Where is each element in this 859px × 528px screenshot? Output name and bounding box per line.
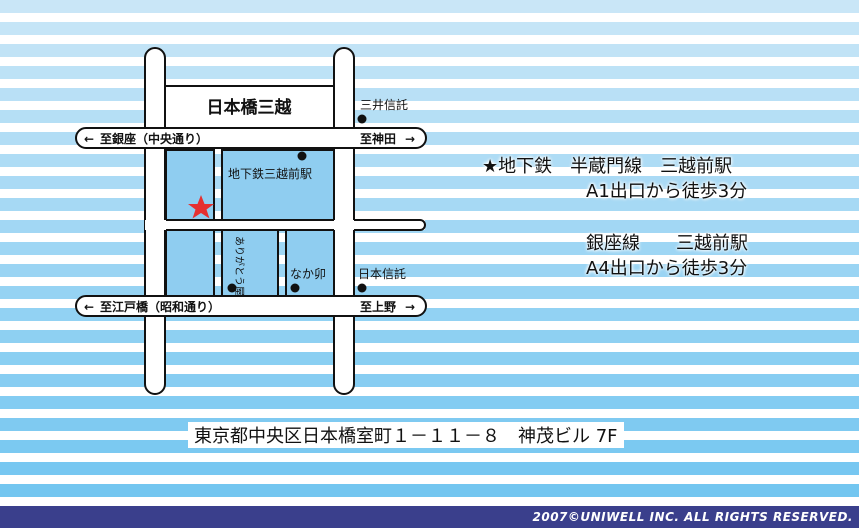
address-text: 東京都中央区日本橋室町１－１１－８ 神茂ビル 7F bbox=[188, 422, 624, 448]
left-arrow-icon: ← bbox=[84, 132, 94, 146]
background-stripe bbox=[0, 0, 859, 13]
arrow-to-ueno: 至上野 bbox=[360, 299, 396, 314]
arrow-to-edobashi: 至江戸橋（昭和通り） bbox=[100, 299, 220, 314]
mitsukoshi-label: 日本橋三越 bbox=[207, 97, 293, 118]
background-stripe bbox=[0, 352, 859, 365]
label-arigatouya: ありがとう屋 bbox=[233, 236, 246, 296]
mitsukoshi-building bbox=[163, 85, 335, 129]
red-star-icon bbox=[188, 195, 214, 219]
background-stripe bbox=[0, 484, 859, 497]
label-nihon-shintaku: 日本信託 bbox=[358, 266, 406, 281]
right-arrow-icon: → bbox=[405, 132, 415, 146]
marker-dot-icon bbox=[290, 283, 300, 293]
access-line-1: ★地下鉄 半蔵門線 三越前駅 bbox=[482, 156, 733, 177]
background-stripe bbox=[0, 44, 859, 57]
marker-dot-icon bbox=[357, 114, 367, 124]
arrow-to-kanda: 至神田 bbox=[360, 131, 396, 146]
background-stripe bbox=[0, 374, 859, 387]
right-arrow-icon: → bbox=[405, 300, 415, 314]
access-line-4: A4出口から徒歩3分 bbox=[586, 258, 748, 279]
street-map: 日本橋三越 至銀座（中央通り） ← 至神田 → 至江戸橋（昭和通り） ← 至上野… bbox=[75, 47, 427, 395]
background-stripe bbox=[0, 66, 859, 79]
background-stripe bbox=[0, 330, 859, 343]
footer-bar: 2007©UNIWELL INC. ALL RIGHTS RESERVED. bbox=[0, 506, 859, 528]
marker-dot-icon bbox=[227, 283, 237, 293]
copyright-text: 2007©UNIWELL INC. ALL RIGHTS RESERVED. bbox=[532, 510, 853, 524]
access-line-3: 銀座線 三越前駅 bbox=[586, 233, 748, 254]
block-southwest bbox=[165, 229, 215, 297]
background-stripe bbox=[0, 22, 859, 35]
access-line-2: A1出口から徒歩3分 bbox=[586, 181, 748, 202]
block-northwest bbox=[165, 149, 215, 221]
left-arrow-icon: ← bbox=[84, 300, 94, 314]
marker-dot-icon bbox=[297, 151, 307, 161]
arrow-to-ginza: 至銀座（中央通り） bbox=[100, 131, 208, 146]
label-mitsui-shintaku: 三井信託 bbox=[360, 97, 408, 112]
label-nakau: なか卯 bbox=[290, 267, 326, 281]
marker-dot-icon bbox=[357, 283, 367, 293]
block-subway-station bbox=[221, 149, 335, 221]
background-stripe bbox=[0, 396, 859, 409]
background-stripe bbox=[0, 462, 859, 475]
road-middle bbox=[145, 220, 425, 230]
label-subway-station: 地下鉄三越前駅 bbox=[228, 166, 312, 181]
